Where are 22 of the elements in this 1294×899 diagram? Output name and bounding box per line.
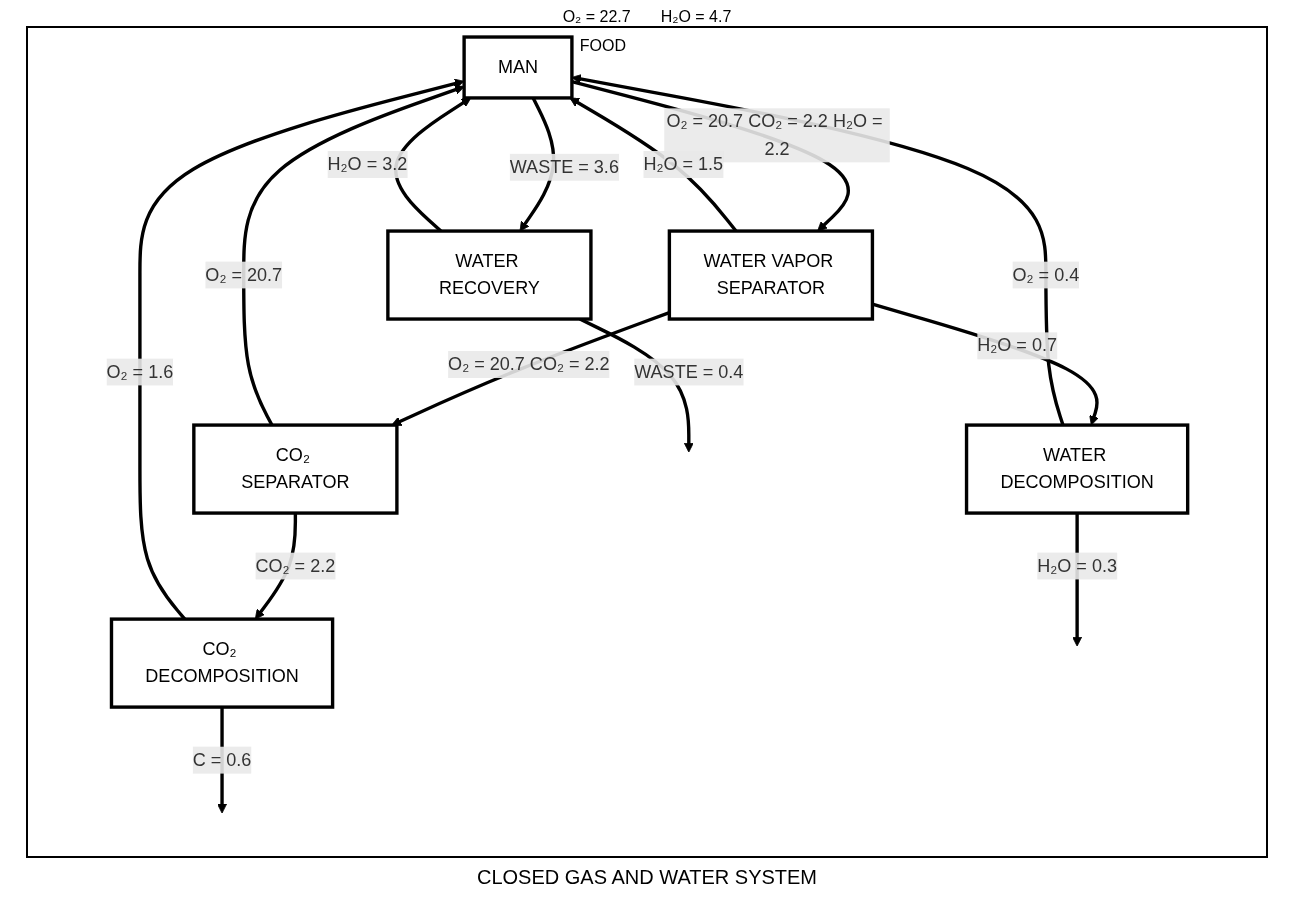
diagram-caption: CLOSED GAS AND WATER SYSTEM	[476, 866, 818, 889]
node-box: MAN	[462, 35, 574, 100]
node-box: CO₂ DECOMPOSITION	[109, 617, 335, 709]
edge-label: O₂ = 20.7 CO₂ = 2.2	[447, 354, 610, 374]
edge-label: O₂ = 0.4	[1012, 264, 1080, 285]
node-box: WATER RECOVERY	[386, 229, 593, 321]
flow-label: O₂ = 22.7	[562, 8, 631, 26]
arrow	[571, 79, 850, 232]
edge-label: WASTE = 3.6	[509, 157, 619, 177]
node-box: CO₂ SEPARATOR	[192, 423, 399, 515]
node-annotation: FOOD	[579, 37, 626, 55]
edge-label: WASTE = 0.4	[634, 361, 744, 382]
edge-label: CO₂ = 2.2	[255, 555, 336, 576]
edge-label: H₂O = 3.2	[327, 154, 408, 174]
edge-label: O₂ = 1.6	[106, 361, 174, 382]
edge-label: H₂O = 0.7	[977, 335, 1057, 355]
node-box: WATER VAPOR SEPARATOR	[667, 229, 874, 321]
edge-label: C = 0.6	[192, 749, 252, 770]
edge-label: H₂O = 0.3	[1037, 555, 1117, 576]
edge-label: O₂ = 20.7	[205, 264, 282, 285]
flow-label: H₂O = 4.7	[660, 8, 732, 26]
node-box: WATER DECOMPOSITION	[964, 423, 1190, 515]
